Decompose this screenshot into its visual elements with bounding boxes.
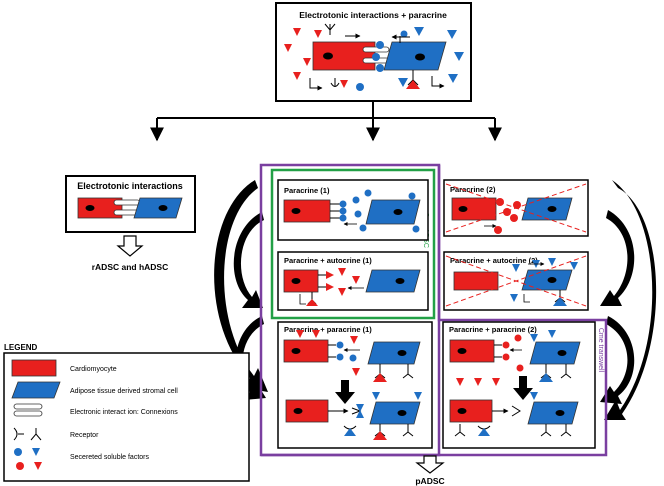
receptor	[324, 23, 336, 35]
receptor	[330, 78, 340, 87]
panel-title: Paracrine (2)	[450, 185, 496, 194]
soluble-factor	[314, 30, 322, 38]
arrow-icon	[309, 78, 323, 91]
adsc-icon	[11, 381, 61, 399]
top-panel: Electrotonic interactions + paracrine	[275, 2, 472, 102]
panel-paracrine-paracrine-2: Paracrine + paracrine (2)	[442, 321, 596, 449]
down-arrow-icon	[116, 235, 144, 257]
legend-title: LEGEND	[4, 343, 38, 352]
legend: LEGEND Cardiomyocyte Adipose tissue deri…	[3, 343, 250, 482]
electrotonic-title: Electrotonic interactions	[77, 181, 183, 191]
arrow-icon	[431, 76, 445, 89]
soluble-factor	[447, 30, 457, 39]
soluble-factor	[400, 30, 408, 38]
cardiomyocyte	[77, 197, 123, 219]
adsc-cell	[133, 197, 183, 219]
panel-title: Paracrine (1)	[284, 186, 330, 195]
legend-label: Cardiomyocyte	[70, 366, 117, 373]
panel-paracrine-autocrine-2: Paracrine + autocrine (2)	[443, 251, 589, 311]
soluble-factor	[398, 78, 408, 87]
electrotonic-panel: Electrotonic interactions rADSC and hADS…	[65, 175, 196, 272]
cardiomyocyte	[312, 41, 376, 71]
panel-title: Paracrine + paracrine (1)	[284, 325, 372, 334]
pasdc-output: pADSC	[415, 455, 445, 486]
soluble-factors-icon	[14, 448, 22, 456]
top-panel-title: Electrotonic interactions + paracrine	[299, 10, 447, 20]
green-frame-cme-adsc	[270, 168, 436, 320]
soluble-factor	[376, 64, 384, 72]
receptor-icon	[13, 427, 18, 441]
down-arrow-icon	[513, 376, 533, 400]
panel-title: Paracrine + paracrine (2)	[449, 325, 537, 334]
soluble-factor	[356, 83, 364, 91]
soluble-factor	[448, 74, 458, 83]
cardiomyocyte	[283, 199, 331, 223]
cardiomyocyte-icon	[11, 359, 57, 377]
connexion	[113, 199, 141, 206]
curved-arrow-icon	[600, 210, 635, 306]
curved-arrow-icon	[214, 180, 268, 392]
curved-arrow-icon	[600, 316, 635, 404]
panel-title: Paracrine + autocrine (1)	[284, 256, 372, 265]
curved-arrow-icon	[604, 180, 657, 420]
soluble-factor	[414, 27, 424, 36]
cme-transwell-label: Cme transwell	[597, 328, 604, 373]
soluble-factor	[340, 80, 348, 88]
panel-paracrine-1: Paracrine (1)	[277, 179, 429, 241]
pasdc-label: pADSC	[415, 476, 444, 486]
soluble-factor	[303, 58, 311, 66]
adsc-cell	[365, 199, 421, 225]
branch-arrows	[150, 101, 502, 142]
soluble-factor	[372, 53, 380, 61]
connexion	[362, 46, 390, 53]
down-arrow-icon	[335, 380, 355, 404]
cross-out-line	[445, 255, 587, 307]
legend-label: Electronic interact ion: Connexions	[70, 409, 178, 416]
soluble-factor	[376, 41, 384, 49]
soluble-factor	[293, 28, 301, 36]
top-scene	[284, 23, 464, 91]
panel-paracrine-2: Paracrine (2)	[443, 179, 589, 237]
panel-paracrine-paracrine-1: Paracrine + paracrine (1)	[277, 321, 433, 449]
bound-factor	[406, 80, 420, 89]
adsc-cell	[383, 41, 447, 71]
nucleus	[415, 53, 425, 61]
cross-out-line	[445, 183, 587, 233]
connexion-icon	[13, 403, 43, 410]
curved-arrow-icon	[233, 212, 264, 308]
panel-paracrine-autocrine-1: Paracrine + autocrine (1)	[277, 251, 429, 311]
soluble-factor	[454, 52, 464, 61]
electrotonic-result: rADSC and hADSC	[92, 262, 169, 272]
legend-label: Receptor	[70, 432, 99, 439]
soluble-factor	[284, 44, 292, 52]
purple-frame-transwell	[261, 165, 608, 457]
panel-title: Paracrine + autocrine (2)	[450, 256, 538, 265]
soluble-factor	[293, 72, 301, 80]
nucleus	[323, 52, 333, 60]
legend-label: Secereted soluble factors	[70, 454, 149, 461]
legend-label: Adipose tissue derived stromal cell	[70, 388, 178, 395]
down-arrow-icon	[415, 455, 445, 474]
